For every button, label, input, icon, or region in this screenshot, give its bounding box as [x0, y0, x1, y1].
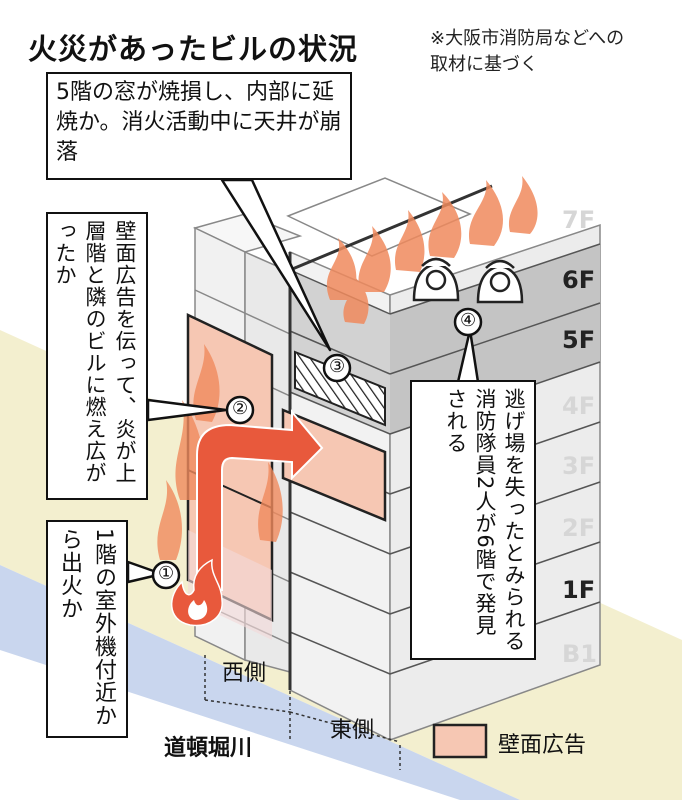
floor-label-7f: 7F — [562, 206, 596, 234]
west-side-label: 西側 — [222, 661, 267, 686]
source-note: ※大阪市消防局などへの取材に基づく — [430, 28, 625, 75]
callout-pointers — [126, 178, 480, 584]
footprint-lines — [204, 655, 401, 770]
firefighter-icon-1 — [412, 257, 460, 302]
east-side-label: 東側 — [330, 718, 375, 743]
legend-swatch — [432, 723, 488, 759]
firefighter-icon-2 — [476, 259, 524, 304]
river-label: 道頓堀川 — [164, 736, 253, 761]
floor-label-b1: B1 — [562, 640, 597, 668]
callout-left: 壁面広告を伝って、炎が上層階と隣のビルに燃え広がったか — [46, 212, 148, 500]
burned-window-5f — [294, 350, 386, 427]
floor-label-4f: 4F — [562, 392, 596, 420]
floor-label-3f: 3F — [562, 452, 596, 480]
marker-2-circle — [225, 395, 255, 425]
marker-4: ④ — [460, 310, 477, 331]
river — [0, 565, 520, 800]
origin-flame-icon — [170, 558, 223, 627]
marker-2: ② — [232, 398, 249, 419]
legend-label: 壁面広告 — [498, 733, 587, 758]
marker-3-circle — [322, 353, 352, 383]
marker-1-circle — [151, 560, 181, 590]
roof-flames — [326, 176, 538, 324]
marker-1: ① — [158, 563, 175, 584]
marker-4-circle — [453, 307, 483, 337]
marker-3: ③ — [329, 356, 346, 377]
callout-top: 5階の窓が焼損し、内部に延焼か。消火活動中に天井が崩落 — [46, 72, 352, 180]
diagram-title: 火災があったビルの状況 — [28, 32, 359, 66]
callout-bottom-left: 1階の室外機付近から出火か — [46, 520, 128, 738]
floor-label-6f: 6F — [562, 266, 596, 294]
floor-label-2f: 2F — [562, 514, 596, 542]
fire-spread-arrow — [196, 409, 324, 591]
floor-label-1f: 1F — [562, 576, 596, 604]
floor-label-5f: 5F — [562, 326, 596, 354]
callout-right: 逃げ場を失ったとみられる消防隊員2人が6階で発見される — [410, 380, 536, 660]
